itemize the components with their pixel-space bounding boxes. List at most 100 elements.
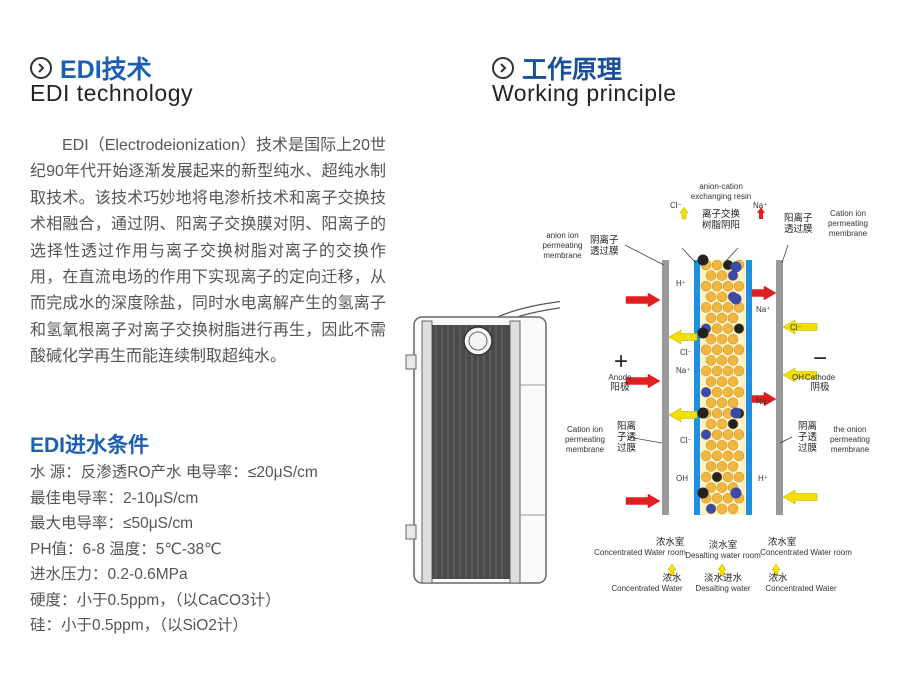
resin-bead — [700, 280, 712, 292]
resin-bead — [722, 302, 734, 313]
principle-title-en: Working principle — [492, 80, 677, 106]
ion-label: Na⁺ — [756, 397, 771, 406]
desal-room-en: Desalting water room — [685, 551, 761, 560]
cation-membrane-label-en-top: Cation ion permeating membrane — [827, 209, 869, 238]
principle-heading: 工作原理 — [492, 50, 622, 86]
resin-bead — [711, 429, 723, 440]
ion-ball — [697, 487, 709, 499]
resin-bead — [700, 471, 712, 483]
resin-bead — [711, 386, 723, 398]
resin-bead — [716, 312, 728, 324]
ion-ball — [697, 407, 709, 419]
arrow-right-icon — [751, 285, 777, 301]
cl-top-label: Cl⁻ — [670, 201, 682, 210]
edi-title-cn: EDI技术 — [60, 56, 152, 84]
edi-module-illustration — [405, 300, 560, 584]
cathode-sign: − — [813, 345, 828, 372]
resin-bead — [733, 429, 745, 440]
resin-bead — [716, 461, 728, 472]
anion-membrane-label-cn: 阴离子 透过膜 — [590, 235, 619, 257]
resin-bead — [700, 450, 712, 462]
resin-bead — [705, 482, 717, 493]
resin-bead — [733, 365, 745, 377]
cation-membrane-label-cn-top: 阳离子 透过膜 — [784, 213, 813, 235]
desal-room-cn: 淡水室 — [708, 540, 738, 551]
arrow-left-icon — [782, 367, 818, 383]
resin-bead — [700, 429, 712, 440]
ion-label: Na⁺ — [756, 305, 771, 314]
resin-bead — [727, 439, 739, 451]
resin-bead — [705, 291, 717, 303]
right-blue-membrane — [746, 260, 752, 515]
left-gray-membrane — [662, 260, 669, 515]
resin-label-cn: 离子交换 树脂阴阳 — [701, 209, 740, 231]
resin-bead — [711, 408, 723, 419]
resin-bead — [705, 355, 717, 366]
resin-bead — [700, 344, 712, 356]
resin-bead — [716, 482, 728, 493]
resin-bead — [700, 386, 712, 398]
arrow-left-icon — [782, 319, 818, 335]
resin-bead — [705, 397, 717, 409]
resin-bead — [722, 323, 734, 334]
ion-label: OH — [676, 474, 688, 483]
ion-label: OH — [792, 373, 804, 382]
left-blue-membrane — [694, 260, 700, 515]
diagram-graphic — [624, 206, 818, 577]
cathode-label-en: Cathode — [804, 373, 836, 382]
condition-item: 硅：小于0.5ppm，（以SiO2计） — [30, 617, 248, 634]
resin-bead — [716, 503, 728, 515]
conc-room-left-en: Concentrated Water room — [594, 548, 686, 557]
resin-bead — [716, 376, 728, 387]
condition-item: 最佳电导率：2-10μS/cm — [30, 489, 199, 507]
resin-label-en: anion-cation exchanging resin — [690, 182, 752, 201]
condition-item: 最大电导率：≤50μS/cm — [30, 515, 193, 532]
conc-water-left-en: Concentrated Water — [611, 584, 683, 593]
conc-water-right-en: Concentrated Water — [765, 584, 837, 593]
desal-in-cn: 淡水进水 — [703, 573, 742, 584]
inflow-arrow-icon — [717, 563, 727, 577]
resin-bead — [722, 280, 734, 292]
conc-room-right-en: Concentrated Water room — [760, 548, 852, 557]
resin-bead — [705, 376, 717, 387]
onion-membrane-label-en: the onion permeating membrane — [829, 425, 871, 454]
resin-bead — [733, 471, 745, 483]
condition-item: 进水压力：0.2-0.6MPa — [30, 566, 188, 583]
resin-bead — [733, 386, 745, 398]
resin-bead — [711, 344, 723, 356]
resin-bead — [727, 312, 739, 324]
anode-label-cn: 阳极 — [610, 382, 630, 393]
working-principle-diagram: anion-cation exchanging resin 离子交换 树脂阴阳 … — [400, 175, 900, 605]
edi-heading: EDI技术 — [30, 50, 152, 86]
resin-bead — [722, 386, 734, 398]
conc-water-left-cn: 浓水 — [662, 573, 682, 584]
desal-in-en: Desalting water — [695, 584, 751, 593]
resin-bead — [716, 270, 728, 281]
ion-label: Na⁺ — [676, 366, 691, 375]
resin-bead — [705, 503, 717, 515]
resin-bead — [716, 397, 728, 409]
resin-bead — [705, 270, 717, 281]
resin-bead — [727, 355, 739, 366]
resin-bead — [716, 291, 728, 303]
resin-bead — [705, 439, 717, 451]
condition-item: 水 源：反渗透RO产水 电导率：≤20μS/cm — [30, 464, 318, 481]
resin-bead — [727, 333, 739, 345]
resin-bead — [727, 418, 739, 430]
resin-bead — [733, 450, 745, 462]
resin-bead — [722, 344, 734, 356]
ion-ball — [730, 293, 742, 305]
ion-ball — [730, 487, 742, 499]
resin-bead — [716, 439, 728, 451]
arrow-right-icon — [625, 493, 661, 509]
chevron-right-circle-icon — [492, 57, 514, 79]
resin-bead — [711, 450, 723, 462]
resin-bead — [716, 333, 728, 345]
resin-bead — [700, 302, 712, 313]
arrow-left-icon — [668, 329, 698, 345]
resin-bead — [705, 312, 717, 324]
anion-membrane-label-en: anion ion permeating membrane — [542, 231, 583, 260]
resin-bead — [711, 365, 723, 377]
resin-bead — [727, 397, 739, 409]
resin-bead — [733, 344, 745, 356]
